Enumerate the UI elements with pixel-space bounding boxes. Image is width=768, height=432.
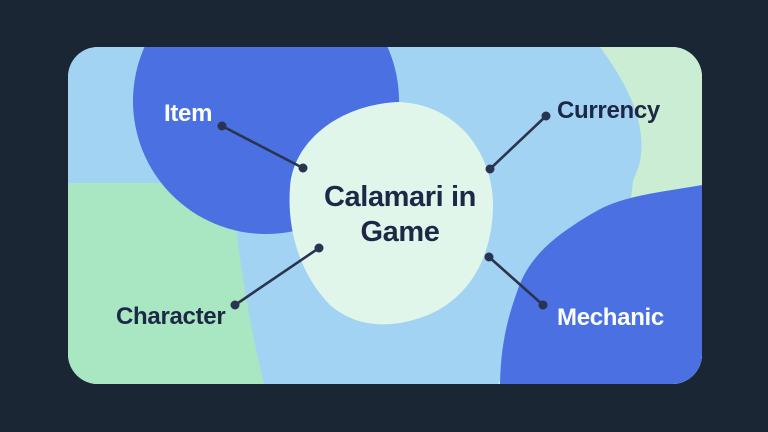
blob-bottom-left-green [68,183,264,384]
node-label-mechanic: Mechanic [557,304,664,331]
node-label-currency: Currency [557,97,660,124]
connector-mechanic [484,252,548,310]
connector-character [230,243,324,310]
connector-dot [298,163,308,173]
connector-dot [314,243,324,253]
node-label-character: Character [116,303,226,330]
blob-center-mint [289,102,494,325]
connector-currency [485,111,551,174]
connector-dot [538,300,548,310]
blob-canvas [68,47,702,384]
connector-dot [230,300,240,310]
connector-dot [484,252,494,262]
diagram-card: Item Currency Character Mechanic Calamar… [68,47,702,384]
connector-dot [541,111,551,121]
connector-item [217,121,308,173]
center-node-label: Calamari in Game [324,181,476,248]
connector-dot [217,121,227,131]
node-label-item: Item [164,100,213,127]
blob-bottom-right-royal-blue [500,185,702,384]
connector-dot [485,164,495,174]
